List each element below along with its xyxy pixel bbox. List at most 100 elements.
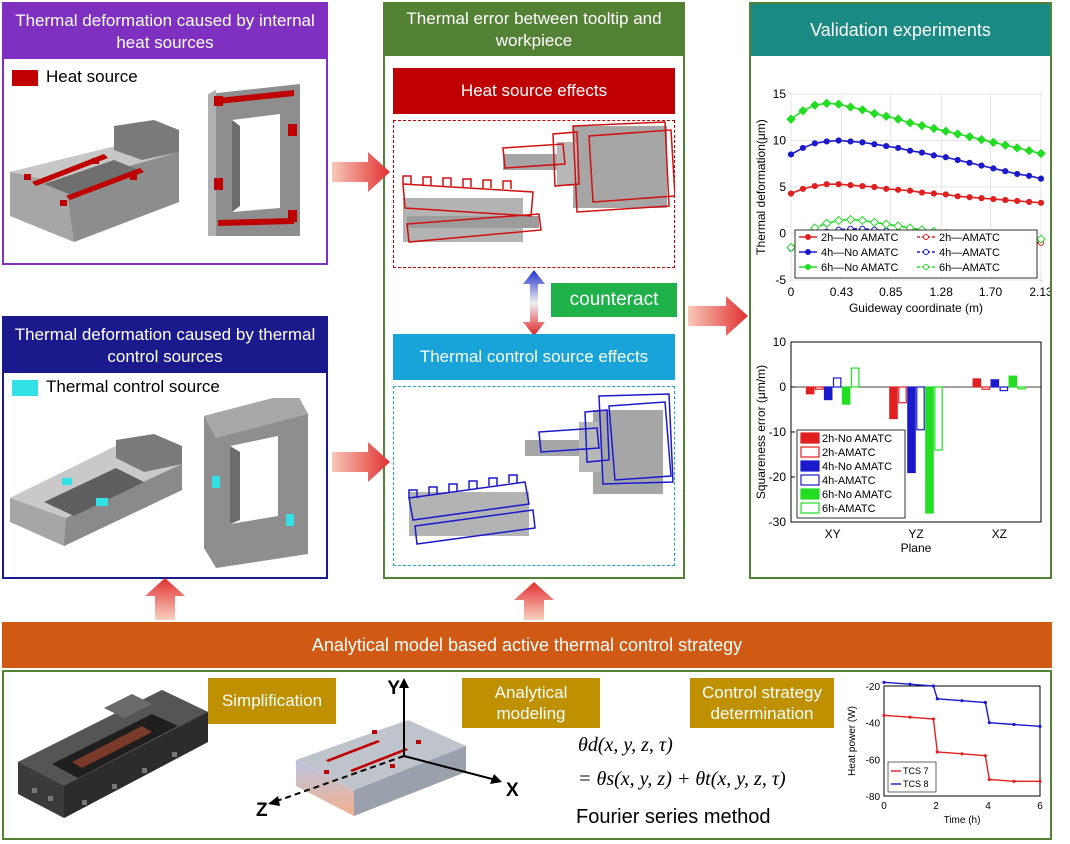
legend-marker — [923, 264, 929, 270]
machine-bed-model — [10, 120, 179, 242]
data-point — [987, 721, 991, 725]
strategy-banner: Analytical model based active thermal co… — [2, 622, 1052, 668]
data-point — [881, 111, 891, 122]
data-point — [935, 750, 939, 754]
legend-entry: 2h-No AMATC — [822, 433, 892, 445]
data-point — [787, 190, 795, 197]
y-tick-label: -60 — [866, 755, 881, 766]
series-line — [790, 102, 1042, 155]
y-tick-label: -20 — [866, 682, 881, 693]
data-point — [942, 191, 949, 198]
fourier-method-label: Fourier series method — [576, 806, 771, 828]
x-axis-label: Guideway coordinate (m) — [849, 301, 983, 315]
data-point — [799, 185, 807, 192]
data-point — [1037, 199, 1045, 206]
data-point — [871, 183, 878, 191]
data-point — [883, 142, 890, 150]
y-tick-label: 10 — [773, 134, 787, 148]
x-tick-label: XZ — [992, 527, 1007, 541]
legend-box — [887, 761, 937, 793]
axis-z-label: Z — [256, 800, 268, 821]
data-point — [835, 137, 842, 144]
x-tick-label: 0.43 — [830, 285, 854, 299]
heat-source-effects-banner: Heat source effects — [393, 68, 675, 114]
data-point — [847, 138, 854, 145]
control-source-panel-header: Thermal deformation caused by thermal co… — [4, 318, 326, 373]
y-tick-label: -30 — [769, 515, 787, 529]
legend-swatch — [800, 488, 820, 500]
data-point — [1036, 148, 1046, 159]
counteract-label: counteract — [569, 289, 659, 310]
data-point — [810, 100, 820, 110]
y-tick-label: 10 — [773, 335, 787, 349]
y-tick-label: 15 — [773, 87, 787, 101]
data-point — [908, 715, 912, 719]
y-tick-label: -80 — [866, 792, 881, 803]
legend-entry: TCS 7 — [903, 766, 929, 776]
thermal-error-panel: Thermal error between tooltip and workpi… — [383, 2, 685, 579]
control-source-illustration — [10, 398, 308, 568]
data-point — [1012, 722, 1016, 727]
data-point — [1000, 140, 1010, 150]
data-point — [908, 682, 912, 686]
series-line — [790, 183, 1042, 204]
control-source-legend-label: Thermal control source — [46, 377, 220, 396]
data-point — [978, 162, 985, 169]
legend-box — [794, 229, 1038, 279]
y-tick-label: -20 — [769, 470, 787, 484]
data-point — [906, 147, 914, 154]
data-point — [960, 752, 964, 756]
legend-entry: 6h-No AMATC — [822, 489, 892, 501]
x-tick-label: 1.70 — [979, 285, 1003, 299]
data-point — [964, 132, 975, 142]
data-point — [857, 105, 868, 115]
y-axis-label: Squareness error (μm/m) — [754, 365, 768, 499]
data-point — [823, 138, 830, 145]
data-point — [859, 139, 866, 146]
data-point — [1037, 175, 1045, 182]
data-point — [822, 218, 832, 228]
step-analytical-modeling-label: Analytical modeling — [494, 683, 568, 723]
bar — [841, 386, 851, 405]
data-point — [976, 134, 987, 145]
data-point — [786, 242, 796, 253]
control-effects-tool-workpiece-illustration — [408, 393, 674, 545]
legend-entry: 4h—AMATC — [939, 247, 1000, 259]
legend-entry: 4h-AMATC — [822, 475, 876, 487]
equation-line-1: θd(x, y, z, τ) — [578, 734, 673, 756]
data-point — [930, 190, 937, 197]
data-point — [883, 185, 890, 192]
data-point — [990, 195, 997, 203]
data-point — [1025, 198, 1033, 205]
machine-bed-model — [10, 434, 182, 546]
legend-swatch — [800, 474, 820, 486]
legend-swatch — [800, 446, 820, 458]
arrow-right-internal — [332, 152, 390, 192]
legend-marker — [923, 249, 929, 255]
x-tick-label: YZ — [908, 527, 923, 541]
data-point — [1024, 146, 1034, 156]
arrow-up-error — [514, 582, 554, 620]
data-point — [954, 193, 961, 200]
arrow-up-control — [145, 578, 185, 620]
data-point — [960, 699, 964, 703]
data-point — [931, 717, 935, 721]
machine-tool-model — [18, 690, 208, 818]
bar — [925, 386, 934, 514]
y-tick-label: 0 — [779, 227, 786, 241]
data-point — [918, 149, 926, 156]
column-frame-model — [208, 84, 300, 236]
legend-entry: 2h—AMATC — [939, 232, 1000, 244]
data-point — [983, 700, 987, 705]
step-control-strategy: Control strategy determination — [690, 678, 834, 728]
control-source-effects-banner: Thermal control source effects — [393, 334, 675, 380]
internal-heat-panel-title: Thermal deformation caused by internal h… — [15, 10, 315, 52]
x-tick-label: 0 — [881, 801, 887, 812]
data-point — [1025, 172, 1033, 179]
control-source-legend-swatch — [12, 380, 38, 396]
data-point — [823, 181, 830, 188]
data-point — [1036, 234, 1046, 244]
bar — [814, 386, 824, 390]
strategy-panel: Simplification Y X Z Analytical modeling — [2, 670, 1052, 840]
